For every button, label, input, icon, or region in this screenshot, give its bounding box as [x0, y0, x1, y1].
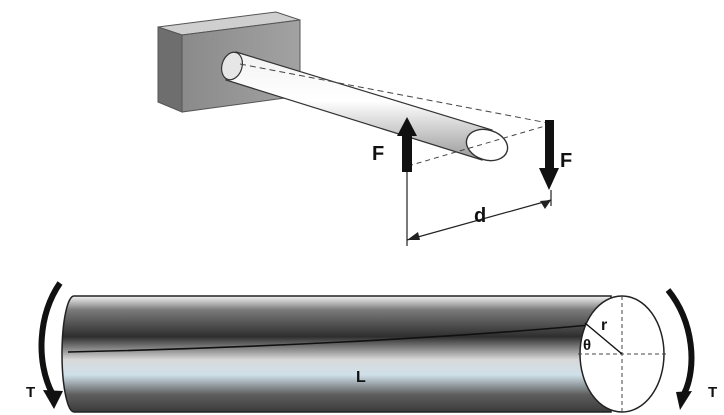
distance-dimension [406, 199, 552, 241]
force-arrow-down [539, 120, 559, 190]
radius-label: r [601, 317, 607, 334]
length-label: L [356, 369, 366, 386]
torque-arrow-left [38, 281, 63, 409]
distance-label: d [474, 205, 486, 227]
lever-line [407, 123, 553, 167]
force-arrow-up [397, 117, 417, 172]
force-label-right: F [560, 150, 572, 172]
cantilever-figure: F F d [157, 11, 572, 246]
angle-label: θ [583, 337, 591, 354]
rod [220, 51, 549, 162]
rod-end-face [465, 128, 509, 162]
force-label-left: F [372, 143, 384, 165]
torque-label-right: T [708, 384, 717, 401]
rod-axis-line [239, 63, 549, 124]
torque-arrow-right [665, 288, 695, 410]
twist-line [67, 324, 591, 353]
torque-label-left: T [26, 384, 35, 401]
cylinder-body [61, 295, 612, 413]
radius-line [584, 322, 623, 355]
cylinder-figure: r θ L T T [26, 281, 717, 413]
